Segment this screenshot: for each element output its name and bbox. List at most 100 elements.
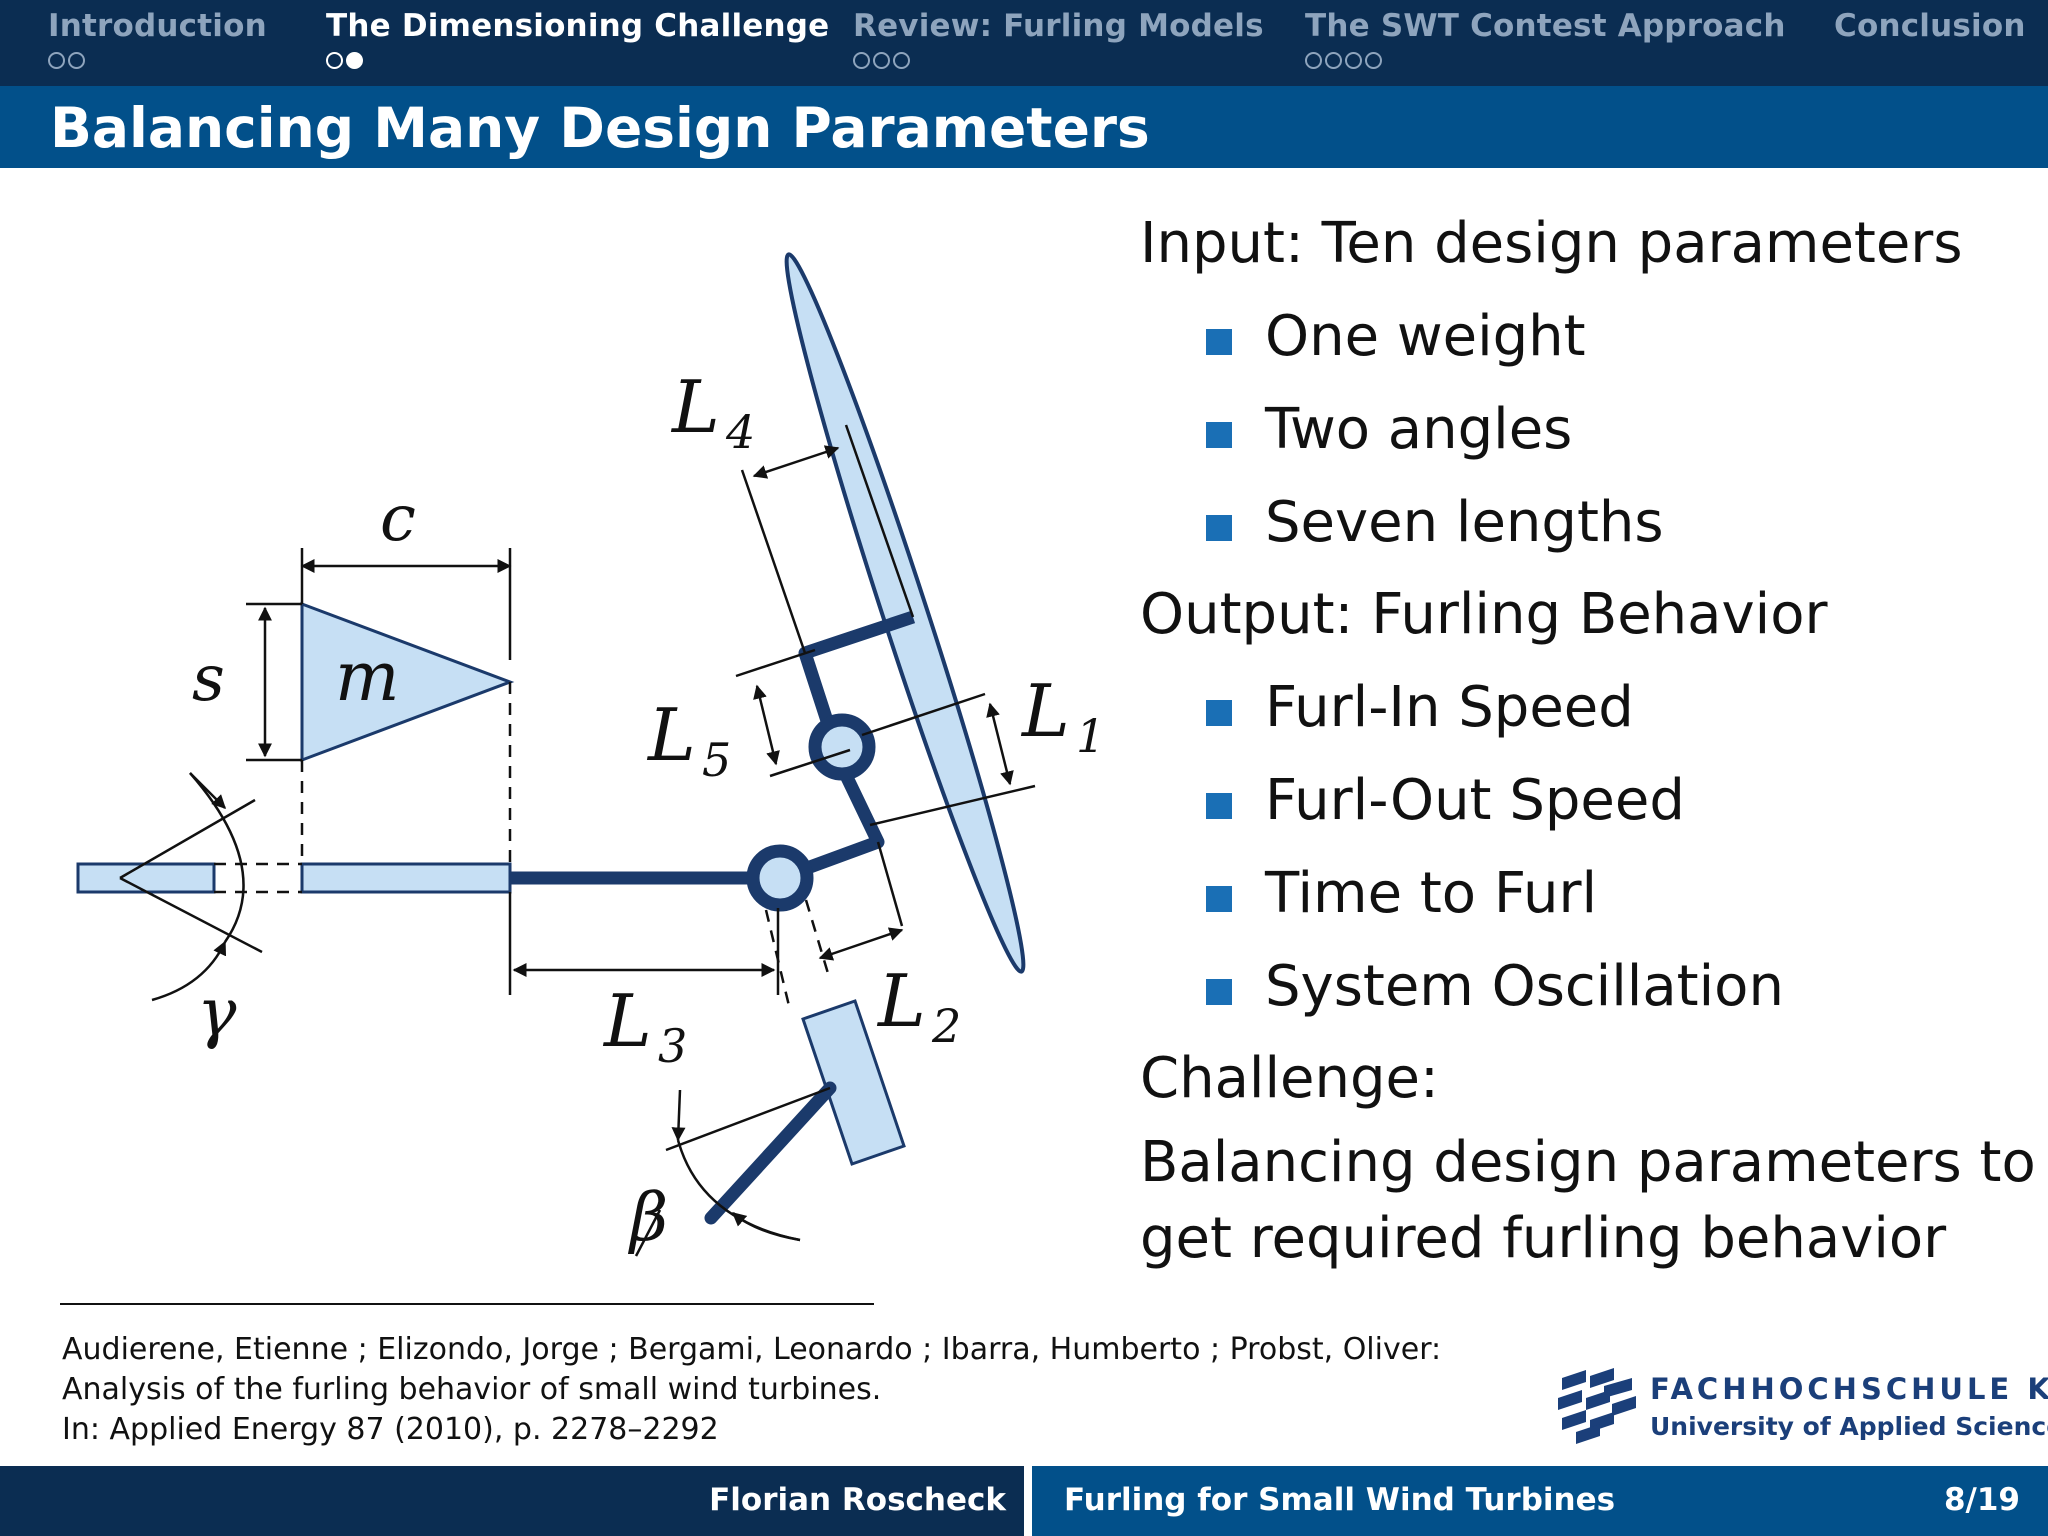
nav-section-dimensioning-challenge[interactable]: The Dimensioning Challenge [326,8,829,69]
nav-frame-dot[interactable] [1325,52,1342,69]
tail-fin-right [300,862,512,894]
frame-title-bar: Balancing Many Design Parameters [0,86,2048,168]
counterweight-triangle [300,601,515,763]
input-list: One weight Two angles Seven lengths [1140,290,2020,569]
footer-talk-title: Furling for Small Wind Turbines [1064,1482,1616,1518]
list-item-text: Furl-In Speed [1265,675,1634,740]
challenge-line: get required furling behavior [1140,1206,1947,1271]
label-gamma: γ [197,974,237,1051]
label-L5: L 5 [646,693,731,787]
output-list: Furl-In Speed Furl-Out Speed Time to Fur… [1140,661,2020,1033]
logo-subtitle: University of Applied Sciences [1650,1412,2048,1441]
footer-author: Florian Roscheck [709,1482,1006,1518]
nav-frame-dot-current[interactable] [346,52,363,69]
list-item: Two angles [1140,383,2020,476]
fh-kiel-logo-icon [1558,1368,1636,1444]
footnote-line: Audierene, Etienne ; Elizondo, Jorge ; B… [62,1332,1442,1367]
list-item-text: Two angles [1265,397,1573,462]
square-bullet-icon [1206,329,1232,355]
square-bullet-icon [1206,979,1232,1005]
list-item-text: System Oscillation [1265,954,1784,1019]
nav-frame-dot[interactable] [1345,52,1362,69]
square-bullet-icon [1206,700,1232,726]
footnote-citation: Audierene, Etienne ; Elizondo, Jorge ; B… [62,1330,1441,1450]
list-item: Furl-Out Speed [1140,754,2020,847]
nav-section-introduction[interactable]: Introduction [48,8,267,69]
label-L3: L 3 [602,979,687,1073]
svg-text:L: L [602,979,652,1063]
square-bullet-icon [1206,793,1232,819]
square-bullet-icon [1206,515,1232,541]
list-item: System Oscillation [1140,940,2020,1033]
footer-bar: Florian Roscheck Furling for Small Wind … [0,1466,2048,1536]
nav-progress-dots [326,52,829,69]
logo-name: FACHHOCHSCHULE KIEL [1650,1372,2048,1406]
square-bullet-icon [1206,422,1232,448]
nav-frame-dot[interactable] [873,52,890,69]
nav-section-label: The SWT Contest Approach [1305,8,1786,44]
list-item: Seven lengths [1140,476,2020,569]
list-item-text: One weight [1265,304,1586,369]
nav-section-label: Review: Furling Models [853,8,1264,44]
slide-content: Input: Ten design parameters One weight … [1140,198,2036,1277]
svg-text:1: 1 [1076,709,1105,763]
footer-divider [1024,1466,1032,1536]
footer-author-box: Florian Roscheck [0,1466,1024,1536]
nacelle-block [801,999,906,1166]
label-s: s [192,642,225,716]
nav-frame-dot[interactable] [1365,52,1382,69]
nav-frame-dot[interactable] [48,52,65,69]
list-item: One weight [1140,290,2020,383]
list-item: Time to Furl [1140,847,2020,940]
nav-progress-dots [48,52,267,69]
university-logo: FACHHOCHSCHULE KIEL University of Applie… [1556,1366,2048,1446]
page-number: 8/19 [1943,1482,2020,1518]
nav-progress-dots [853,52,1264,69]
svg-text:L: L [670,365,720,449]
footnote-rule [60,1303,874,1305]
footnote-line: Analysis of the furling behavior of smal… [62,1372,882,1407]
nav-frame-dot[interactable] [1305,52,1322,69]
challenge-heading: Challenge: [1140,1046,1439,1111]
label-beta: β [627,1179,668,1256]
pivot-joint-upper [808,713,876,781]
svg-text:4: 4 [725,405,755,459]
label-L1: L 1 [1020,669,1105,763]
nav-section-label: Conclusion [1834,8,2026,44]
nav-section-label: The Dimensioning Challenge [326,8,830,44]
list-item: Furl-In Speed [1140,661,2020,754]
label-c: c [380,482,416,556]
nav-progress-dots [1305,52,1786,69]
nav-section-label: Introduction [48,8,267,44]
svg-text:L: L [876,959,926,1043]
nav-frame-dot[interactable] [853,52,870,69]
label-m: m [335,638,399,717]
label-L2: L 2 [876,959,961,1053]
furling-geometry-diagram: c s m γ β L 4 L 5 L 1 L 2 L 3 [76,252,1105,1257]
list-item-text: Furl-Out Speed [1265,768,1685,833]
nav-section-conclusion[interactable]: Conclusion [1834,8,2026,44]
pivot-joint-lower [746,844,814,912]
list-item-text: Seven lengths [1265,490,1664,555]
nav-frame-dot[interactable] [326,52,343,69]
tail-fin-left [76,862,216,894]
footnote-line: In: Applied Energy 87 (2010), p. 2278–22… [62,1412,719,1447]
list-item-text: Time to Furl [1265,861,1598,926]
nav-section-review-furling-models[interactable]: Review: Furling Models [853,8,1264,69]
nav-frame-dot[interactable] [893,52,910,69]
svg-text:2: 2 [931,999,961,1053]
square-bullet-icon [1206,886,1232,912]
slide-title: Balancing Many Design Parameters [50,96,1150,160]
svg-text:L: L [646,693,696,777]
svg-text:L: L [1020,669,1070,753]
svg-text:5: 5 [702,733,731,787]
vane-arm [704,1081,837,1225]
nav-frame-dot[interactable] [68,52,85,69]
svg-text:3: 3 [658,1019,687,1073]
challenge-line: Balancing design parameters to [1140,1130,2036,1195]
label-L4: L 4 [670,365,755,459]
nav-section-swt-contest-approach[interactable]: The SWT Contest Approach [1305,8,1786,69]
section-navigation-bar: Introduction The Dimensioning Challenge … [0,0,2048,86]
input-heading: Input: Ten design parameters [1140,211,1963,276]
output-heading: Output: Furling Behavior [1140,582,1828,647]
